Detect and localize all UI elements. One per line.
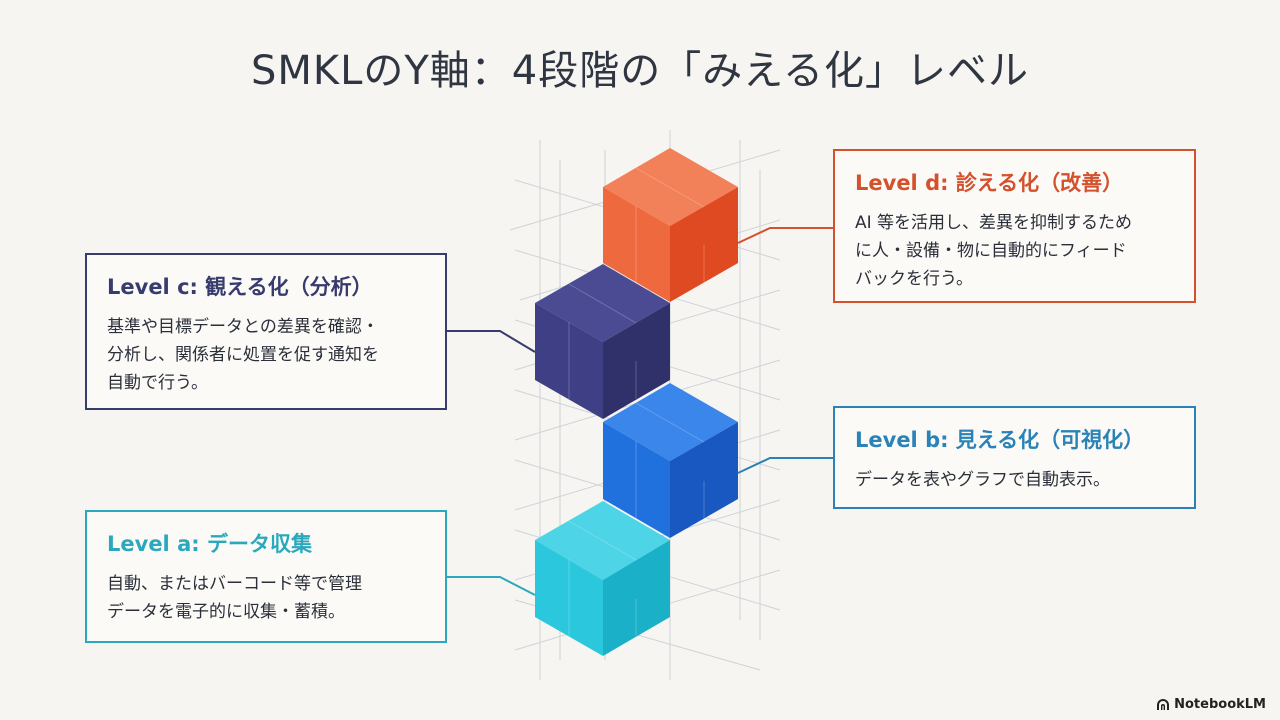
cube-c-top [535, 264, 670, 342]
cube-b-top [603, 383, 738, 461]
cube-a-top [535, 501, 670, 580]
cube-a-side [603, 540, 670, 656]
level-d-heading: Level d: 診える化（改善） [855, 171, 1124, 195]
notebooklm-branding: NotebookLM [1156, 697, 1266, 712]
cube-d-side [670, 187, 738, 302]
cube-c-front [535, 303, 603, 419]
cube-grid-overlay [568, 167, 705, 636]
level-a-card: Level a: データ収集 自動、またはバーコード等で管理 データを電子的に収… [85, 510, 447, 643]
level-b-description: データを表やグラフで自動表示。 [855, 470, 1110, 490]
branding-label: NotebookLM [1174, 697, 1266, 712]
cube-level-b [603, 383, 738, 538]
cube-level-d [603, 148, 738, 302]
cube-a-front [535, 540, 603, 656]
level-c-description: 基準や目標データとの差異を確認・ 分析し、関係者に処置を促す通知を 自動で行う。 [107, 317, 379, 393]
connector-level-c [447, 330, 536, 353]
connector-level-b [737, 457, 833, 474]
connector-level-d [737, 227, 833, 244]
level-a-heading: Level a: データ収集 [107, 532, 312, 556]
level-c-card: Level c: 観える化（分析） 基準や目標データとの差異を確認・ 分析し、関… [85, 253, 447, 410]
page-title: SMKLのY軸：4段階の「みえる化」レベル [250, 48, 1030, 94]
level-b-heading: Level b: 見える化（可視化） [855, 428, 1145, 452]
cube-level-a [535, 501, 670, 656]
cube-d-front [603, 187, 670, 302]
cube-c-side [603, 303, 670, 419]
cube-d-top [603, 148, 738, 226]
notebooklm-logo-icon [1157, 698, 1170, 710]
level-d-card: Level d: 診える化（改善） AI 等を活用し、差異を抑制するため に人・… [833, 149, 1196, 303]
cube-b-front [603, 422, 670, 538]
connector-level-a [447, 576, 536, 596]
cube-b-side [670, 422, 738, 538]
level-d-description: AI 等を活用し、差異を抑制するため に人・設備・物に自動的にフィード バックを… [855, 213, 1133, 289]
level-c-heading: Level c: 観える化（分析） [107, 275, 373, 299]
level-b-card: Level b: 見える化（可視化） データを表やグラフで自動表示。 [833, 406, 1196, 509]
cube-level-c [535, 264, 670, 419]
level-a-description: 自動、またはバーコード等で管理 データを電子的に収集・蓄積。 [107, 574, 362, 622]
